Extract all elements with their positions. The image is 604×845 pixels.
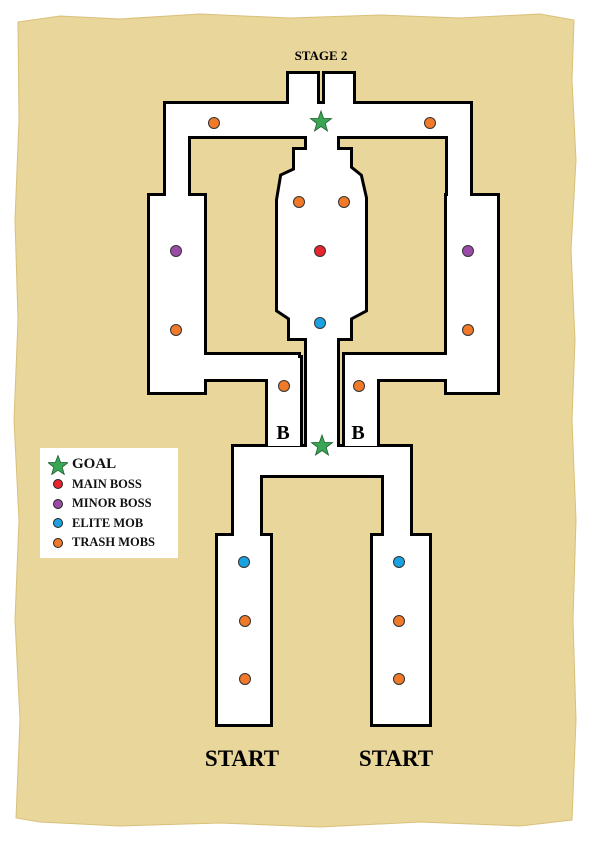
trash-mob-marker [393, 673, 405, 685]
door-label-right: B [351, 422, 364, 444]
stage-label: STAGE 2 [295, 48, 348, 63]
legend-label-main-boss: MAIN BOSS [72, 476, 142, 491]
elite-mob-marker [393, 556, 405, 568]
goal-star-icon [309, 109, 333, 132]
trash-mob-marker [239, 673, 251, 685]
goal-star-icon [310, 433, 334, 456]
trash-mob-marker [208, 117, 220, 129]
trash-mob-marker [353, 380, 365, 392]
elite-mob-dot-icon [48, 515, 68, 531]
start-label-left: START [205, 746, 279, 771]
minor-boss-marker [462, 245, 474, 257]
legend-label-minor-boss: MINOR BOSS [72, 496, 152, 511]
legend-item-trash-mobs: TRASH MOBS [48, 533, 178, 553]
trash-mob-dot-icon [48, 535, 68, 551]
star-icon [48, 454, 68, 475]
legend-label-goal: GOAL [72, 456, 117, 473]
trash-mob-marker [293, 196, 305, 208]
legend-label-elite-mob: ELITE MOB [72, 515, 144, 530]
map-legend: GOAL MAIN BOSS MINOR BOSS ELITE MOB TRAS… [40, 448, 178, 558]
main-boss-dot-icon [48, 476, 68, 492]
corridor-walls [147, 71, 500, 727]
legend-item-minor-boss: MINOR BOSS [48, 494, 178, 514]
trash-mob-marker [338, 196, 350, 208]
legend-item-main-boss: MAIN BOSS [48, 475, 178, 495]
elite-mob-marker [314, 317, 326, 329]
trash-mob-marker [424, 117, 436, 129]
trash-mob-marker [239, 615, 251, 627]
trash-mob-marker [278, 380, 290, 392]
trash-mob-marker [462, 324, 474, 336]
main-boss-marker [314, 245, 326, 257]
legend-item-elite-mob: ELITE MOB [48, 514, 178, 534]
legend-label-trash-mobs: TRASH MOBS [72, 535, 156, 550]
elite-mob-marker [238, 556, 250, 568]
legend-item-goal: GOAL [48, 454, 178, 475]
trash-mob-marker [170, 324, 182, 336]
door-label-left: B [276, 422, 289, 444]
trash-mob-marker [393, 615, 405, 627]
start-label-right: START [359, 746, 433, 771]
minor-boss-dot-icon [48, 496, 68, 512]
minor-boss-marker [170, 245, 182, 257]
